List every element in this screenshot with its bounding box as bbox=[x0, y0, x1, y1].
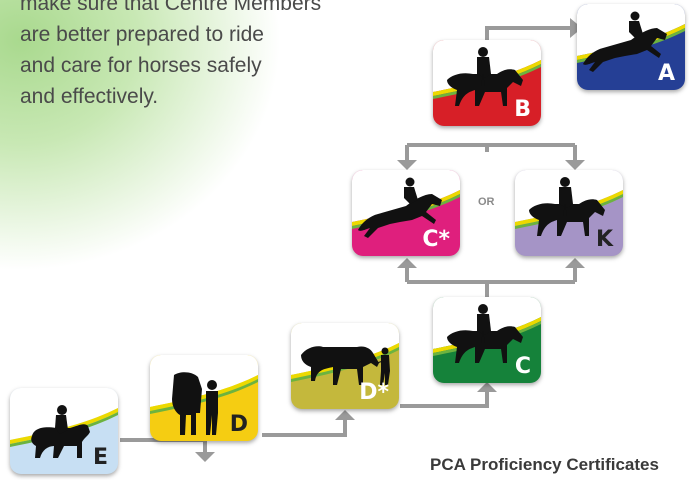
arrowhead-b-to-cstar bbox=[397, 160, 417, 170]
arrow-b-to-a bbox=[485, 26, 570, 40]
horse-silhouette-icon bbox=[172, 372, 218, 435]
arrowhead-e-to-d bbox=[195, 452, 215, 462]
certificate-card-a: A bbox=[577, 4, 685, 90]
arrow-b-to-split bbox=[405, 143, 577, 160]
certificate-card-e: E bbox=[10, 388, 118, 474]
arrowhead-b-to-a bbox=[570, 18, 582, 38]
certificate-card-d: D bbox=[150, 355, 258, 441]
arrowhead-split-to-k bbox=[565, 258, 585, 268]
or-label: OR bbox=[478, 196, 495, 208]
certificate-card-k: K bbox=[515, 170, 623, 256]
certificate-letter: A bbox=[657, 61, 675, 86]
certificate-letter: C* bbox=[422, 227, 450, 252]
certificate-letter: E bbox=[92, 445, 108, 470]
intro-text: make sure that Centre Members are better… bbox=[20, 0, 322, 108]
arrow-e-to-d bbox=[120, 438, 207, 455]
arrowhead-d-to-dstar bbox=[335, 410, 355, 420]
horse-silhouette-icon bbox=[583, 11, 667, 72]
background-green-wash bbox=[0, 0, 420, 300]
horse-silhouette-icon bbox=[447, 304, 523, 363]
certificate-card-d-star: D* bbox=[291, 323, 399, 409]
certificate-letter: B bbox=[514, 97, 531, 122]
certificate-letter: D* bbox=[359, 380, 389, 405]
arrowhead-b-to-k bbox=[565, 160, 585, 170]
certificate-card-b: B bbox=[433, 40, 541, 126]
arrowhead-dstar-to-c bbox=[477, 382, 497, 392]
certificate-letter: K bbox=[595, 227, 613, 252]
horse-silhouette-icon bbox=[358, 177, 442, 238]
certificate-letter: C bbox=[514, 354, 531, 379]
arrowhead-split-to-cstar bbox=[397, 258, 417, 268]
horse-silhouette-icon bbox=[31, 405, 90, 458]
horse-silhouette-icon bbox=[447, 47, 523, 106]
caption: PCA Proficiency Certificates bbox=[430, 455, 659, 474]
certificate-card-c-star: C* bbox=[352, 170, 460, 256]
horse-silhouette-icon bbox=[529, 177, 605, 236]
horse-silhouette-icon bbox=[301, 346, 390, 385]
arrow-d-to-dstar bbox=[262, 420, 347, 437]
arrow-c-to-split bbox=[405, 268, 577, 297]
certificate-letter: D bbox=[229, 412, 248, 437]
certificate-card-c: C bbox=[433, 297, 541, 383]
arrow-dstar-to-c bbox=[400, 392, 489, 408]
